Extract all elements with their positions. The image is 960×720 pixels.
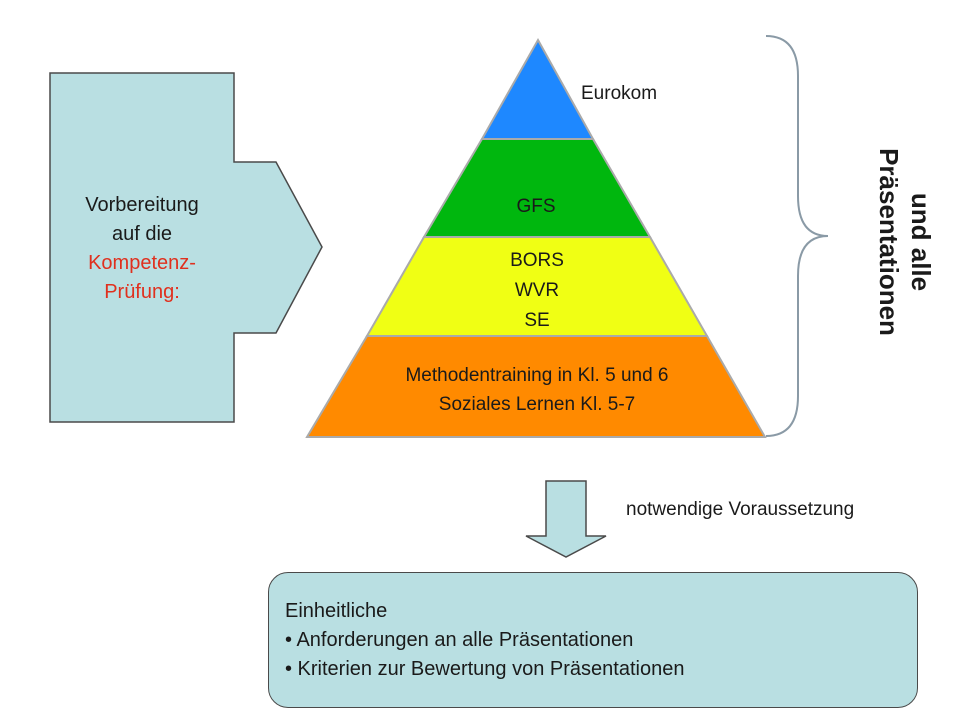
side-label-line-1: und alle [906, 193, 936, 291]
callout-line-1: Vorbereitung [85, 194, 198, 216]
prerequisite-label: notwendige Voraussetzung [626, 499, 854, 520]
wvr-label: WVR [515, 280, 559, 301]
gfs-label: GFS [516, 196, 555, 217]
preparation-callout [49, 72, 323, 423]
side-label-line-2: Präsentationen [874, 148, 904, 336]
result-heading: Einheitliche [285, 600, 388, 622]
base-line-1: Methodentraining in Kl. 5 und 6 [405, 365, 668, 386]
result-bullet-requirements: • Anforderungen an alle Präsentationen [285, 629, 634, 651]
callout-line-2: auf die [112, 223, 172, 245]
result-bullet-criteria: • Kriterien zur Bewertung von Präsentati… [285, 658, 685, 680]
callout-line-3: Kompetenz- [88, 252, 196, 274]
pyramid-top-level [480, 37, 595, 140]
base-line-2: Soziales Lernen Kl. 5-7 [439, 394, 635, 415]
side-label: und alle Präsentationen [874, 148, 936, 336]
callout-line-4: Prüfung: [104, 281, 180, 303]
eurokom-label: Eurokom [581, 83, 657, 104]
curly-brace [765, 35, 829, 437]
se-label: SE [524, 310, 549, 331]
down-arrow [525, 480, 607, 558]
bors-label: BORS [510, 250, 564, 271]
pyramid-level-gfs [422, 138, 652, 238]
uniform-standards-box: Einheitliche • Anforderungen an alle Prä… [268, 572, 918, 708]
pyramid-base-level [305, 335, 767, 438]
